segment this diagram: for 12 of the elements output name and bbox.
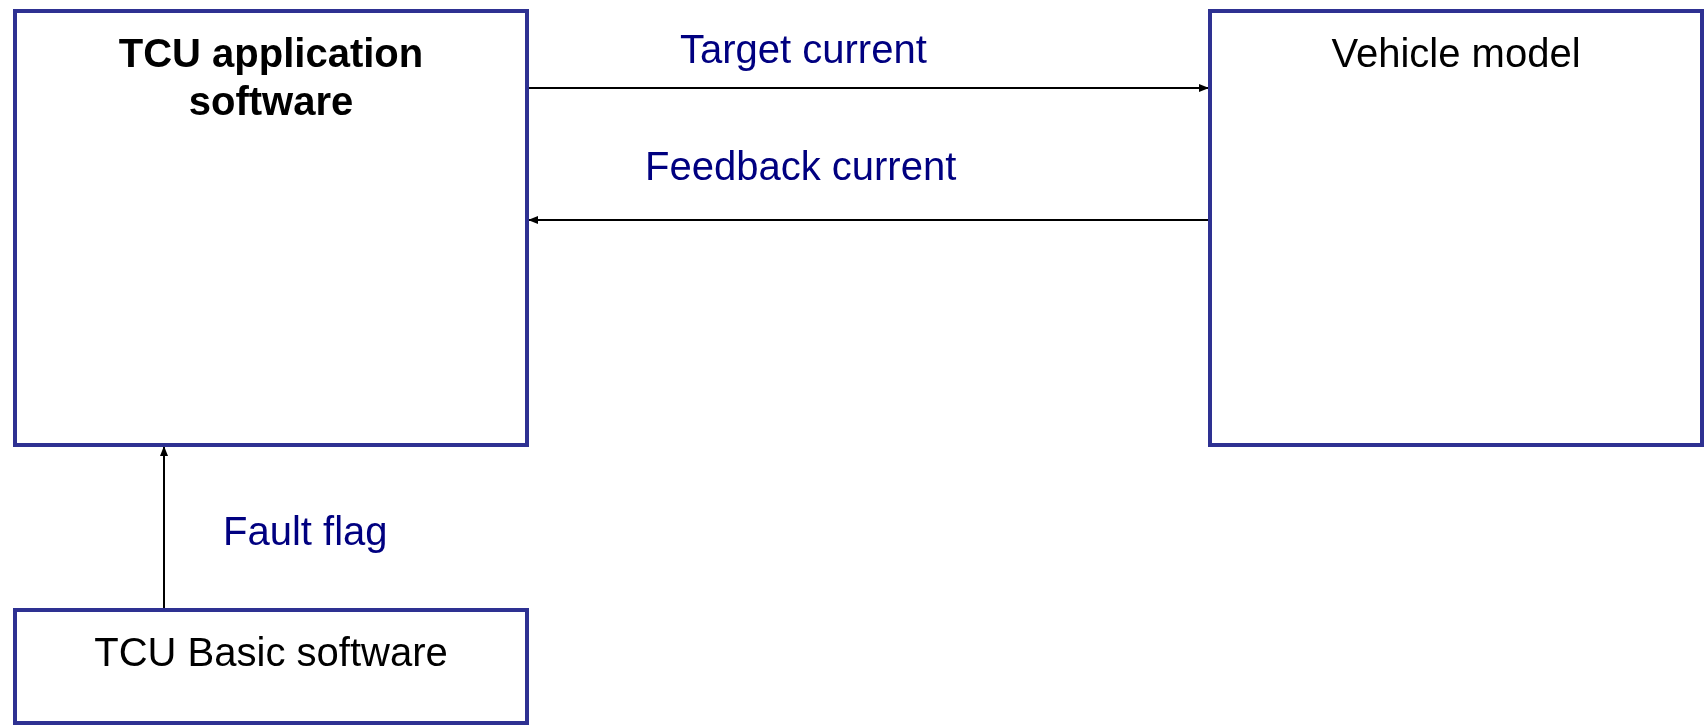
process-box [13, 608, 529, 725]
box-title: Vehicle model [1331, 30, 1581, 77]
edge-label: Target current [680, 26, 927, 73]
arrow [160, 446, 168, 609]
box-title: TCU Basic software [94, 629, 448, 676]
arrow [528, 84, 1209, 92]
process-box [13, 9, 529, 447]
edge-label: Feedback current [645, 143, 957, 190]
edge-label: Fault flag [223, 508, 388, 555]
process-box [1208, 9, 1704, 447]
box-title: TCU application software [117, 30, 425, 125]
arrow [528, 216, 1209, 224]
